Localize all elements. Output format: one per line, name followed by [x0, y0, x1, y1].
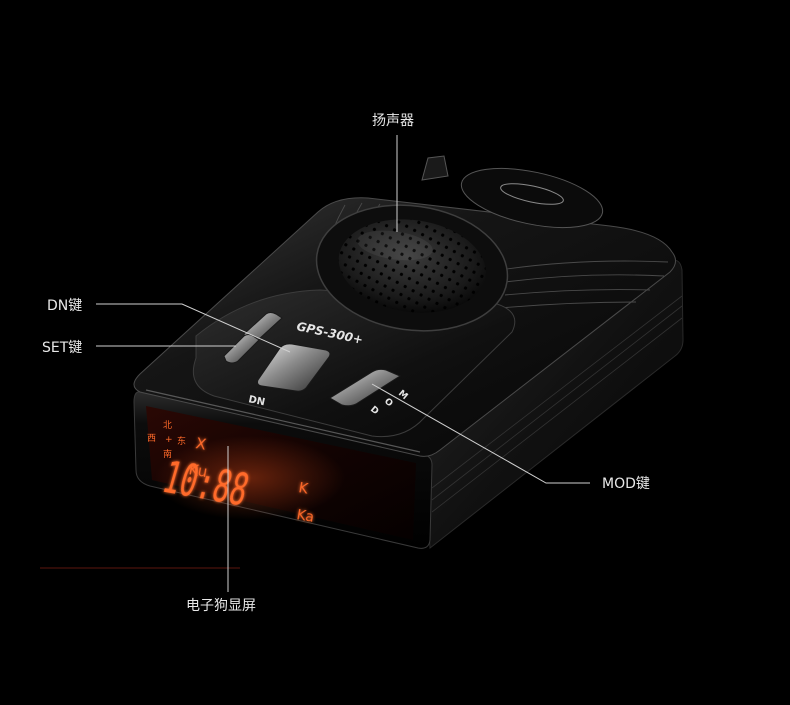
top-edge-highlight: [145, 389, 421, 453]
dn-label: DN: [247, 394, 266, 408]
band-x: X: [194, 434, 207, 454]
band-k: K: [297, 480, 310, 497]
display-callout-label: 电子狗显屏: [186, 598, 256, 614]
compass-center: +: [165, 435, 173, 445]
ridge: [504, 274, 665, 283]
side-groove: [431, 305, 683, 501]
logo-emblem: [500, 183, 564, 205]
display-glow: [155, 436, 345, 520]
compass-south: 南: [163, 448, 172, 460]
antenna: [421, 155, 449, 181]
dn-key-callout-label: DN键: [47, 298, 82, 314]
dn-key-callout-line: [96, 303, 291, 353]
speaker-callout-label: 扬声器: [372, 113, 414, 129]
mod-key-callout-line: [371, 383, 590, 484]
ridge: [499, 301, 637, 309]
speaker-grill: [338, 219, 486, 313]
band-ka: Ka: [295, 507, 315, 526]
compass-west: 西: [147, 433, 156, 444]
set-button: [223, 334, 260, 364]
side-grooves: [431, 295, 683, 513]
compass-east: 东: [177, 435, 186, 447]
dn-button: [257, 343, 331, 392]
set-key-callout-label: SET键: [42, 340, 82, 356]
side-groove: [431, 317, 683, 513]
radar-detector: 北 西 + 东 南 X Ku 10:88 K Ka: [133, 155, 684, 549]
speaker: [315, 204, 509, 332]
side-groove: [431, 295, 683, 489]
logo-plate: [460, 167, 604, 229]
mod-key-callout-label: MOD键: [602, 476, 650, 492]
speaker-highlight: [357, 230, 433, 261]
ridge: [504, 289, 651, 296]
ridge: [499, 260, 669, 271]
mod-button: [329, 368, 402, 407]
callouts: 扬声器 DN键 SET键 MOD键 电子狗显屏: [42, 113, 650, 614]
band-ku: Ku: [187, 460, 208, 481]
compass-north: 北: [163, 420, 172, 431]
